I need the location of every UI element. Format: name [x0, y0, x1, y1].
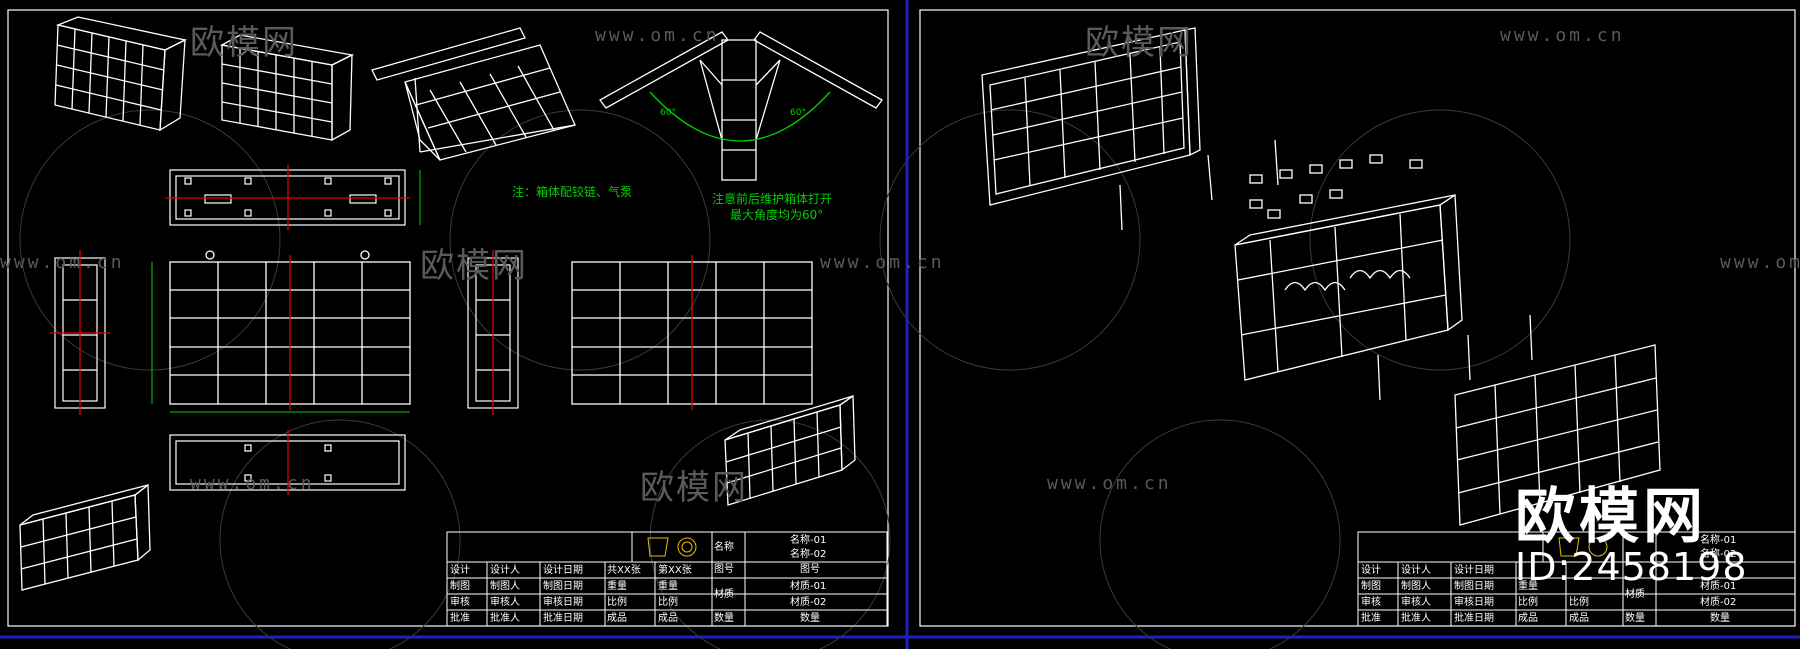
tb-cell: 审核: [450, 597, 470, 608]
iso-cabinet-view-4: [19, 483, 151, 591]
tb-cell: 批准日期: [1454, 613, 1494, 624]
tb-cell: 批准人: [490, 613, 520, 624]
tb-cell: 制图人: [1401, 581, 1431, 592]
tb-cell: 制图日期: [1454, 581, 1494, 592]
tb-cell: 比例: [607, 597, 627, 608]
iso-cabinet-view-2: [220, 34, 355, 142]
tb-name-1: 名称-01: [1700, 535, 1737, 546]
tb-cell: 批准: [450, 613, 470, 624]
hinge-note: 注：箱体配铰链、气泵: [512, 185, 633, 199]
watermark-url: www.om.cn: [1500, 25, 1625, 46]
tb-cell: 制图: [1361, 581, 1381, 592]
tb-name-2: 名称-02: [1700, 549, 1737, 560]
tb-cell: 设计人: [490, 565, 520, 576]
tb-material-label: 材质: [714, 589, 734, 600]
tb-cell: 成品: [607, 613, 627, 624]
tb-cell: 设计: [1361, 565, 1381, 576]
tb-cell: 制图: [450, 581, 470, 592]
tb-cell: 设计人: [1401, 565, 1431, 576]
watermark-brand: 欧模网: [420, 246, 528, 286]
watermark-circles: [19, 109, 1571, 649]
tb-quantity-label: 数量: [1625, 613, 1645, 624]
tb-cell: 批准: [1361, 613, 1381, 624]
watermark-url: www.om.cn: [595, 25, 720, 46]
tb-cell: 共XX张: [607, 565, 641, 576]
watermark-url: www.om.cn: [1720, 252, 1800, 273]
tb-cell: 制图人: [490, 581, 520, 592]
watermark-brand: 欧模网: [640, 468, 748, 508]
tb-cell: 设计: [450, 565, 470, 576]
tb-material-label: 材质: [1625, 589, 1645, 600]
tb-cell: 第XX张: [658, 565, 692, 576]
watermark-url: www.om.cn: [190, 473, 315, 494]
iso-cabinet-view-3: [724, 394, 856, 506]
tb-cell: 审核人: [1401, 597, 1431, 608]
tb-cell: 成品: [1518, 613, 1538, 624]
open-angle-note-line1: 注意前后维护箱体打开: [712, 192, 833, 206]
tb-cell: 重量: [658, 581, 678, 592]
tb-drawing-no-label: 图号: [714, 564, 734, 575]
explode-cabinet-frame: [1234, 193, 1463, 381]
title-block-left: [446, 531, 888, 627]
tb-material-2: 材质-02: [790, 597, 827, 608]
tb-cell: 批准日期: [543, 613, 583, 624]
explode-rear-panel: [981, 27, 1201, 206]
iso-cabinet-view-1: [54, 16, 187, 132]
angle-arc: [649, 91, 831, 142]
title-block-right: [1357, 531, 1796, 627]
opened-cabinet-view: [371, 27, 576, 161]
watermark-url: www.om.cn: [1047, 473, 1172, 494]
tb-cell: 审核: [1361, 597, 1381, 608]
open-angle-note-line2: 最大角度均为60°: [730, 208, 824, 222]
tb-cell: 重量: [1518, 581, 1538, 592]
tb-drawing-no-value: 图号: [800, 564, 820, 575]
tb-cell: 审核日期: [543, 597, 583, 608]
tb-cell: 重量: [607, 581, 627, 592]
tb-quantity-value: 数量: [800, 613, 820, 624]
tb-cell: 批准人: [1401, 613, 1431, 624]
tb-name-2: 名称-02: [790, 549, 827, 560]
tb-cell: 成品: [658, 613, 678, 624]
angle-label-left: 60°: [660, 108, 676, 118]
tb-cell: 比例: [1569, 597, 1589, 608]
explode-fasteners: [1119, 139, 1423, 231]
watermark-brand: 欧模网: [1085, 23, 1193, 63]
tb-cell: 比例: [1518, 597, 1538, 608]
tb-name-1: 名称-01: [790, 535, 827, 546]
overlay-id-label: ID:2458198: [1515, 545, 1748, 589]
watermark-brand: 欧模网: [190, 23, 298, 63]
tb-material-1: 材质-01: [1700, 581, 1737, 592]
tb-material-2: 材质-02: [1700, 597, 1737, 608]
watermark-url: www.om.cn: [0, 252, 125, 273]
watermark-url: www.om.cn: [820, 252, 945, 273]
tb-quantity-label: 数量: [714, 613, 734, 624]
tb-cell: 比例: [658, 597, 678, 608]
tb-quantity-value: 数量: [1710, 613, 1730, 624]
explode-front-grid: [1377, 314, 1661, 526]
tb-cell: 设计日期: [543, 565, 583, 576]
tb-cell: 审核人: [490, 597, 520, 608]
tb-name-header: 名称: [714, 542, 734, 553]
overlay-brand-logo: 欧模网: [1515, 482, 1707, 552]
tb-cell: 审核日期: [1454, 597, 1494, 608]
tb-material-1: 材质-01: [790, 581, 827, 592]
angle-label-right: 60°: [790, 108, 806, 118]
tb-cell: 制图日期: [543, 581, 583, 592]
side-profile-open-angle: [599, 31, 883, 181]
tb-cell: 成品: [1569, 613, 1589, 624]
tb-cell: 设计日期: [1454, 565, 1494, 576]
